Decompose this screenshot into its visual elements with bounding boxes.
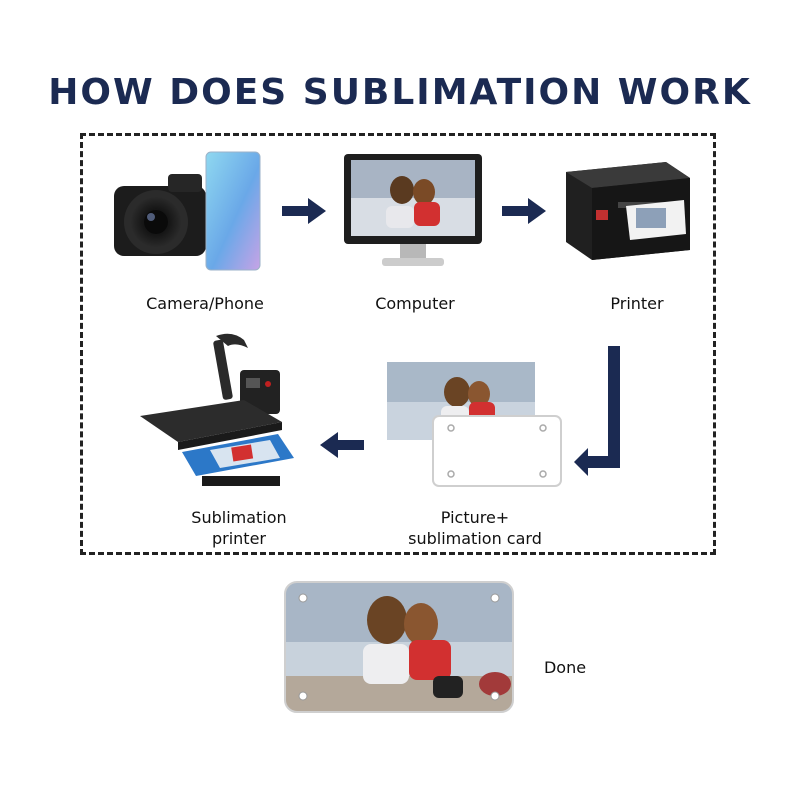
step-label-line: printer (211, 529, 266, 548)
step-label-sublimation-printer: Sublimation printer (164, 507, 314, 549)
computer-monitor-icon (342, 152, 484, 270)
step-label-line: Picture+ (440, 508, 510, 527)
left-arrow-icon (320, 432, 364, 458)
photo-card-icon (385, 360, 565, 488)
down-left-arrow-icon (574, 346, 626, 476)
step-label-camera-phone: Camera/Phone (146, 294, 264, 313)
step-label-computer: Computer (375, 294, 455, 313)
right-arrow-icon (282, 198, 326, 224)
page-title: HOW DOES SUBLIMATION WORK (48, 72, 752, 113)
step-label-line: sublimation card (408, 529, 542, 548)
right-arrow-icon (502, 198, 546, 224)
process-frame (80, 133, 716, 555)
step-label-printer: Printer (610, 294, 664, 313)
camera-phone-icon (108, 150, 268, 275)
result-label-done: Done (543, 658, 587, 677)
finished-plate-icon (283, 580, 515, 714)
printer-icon (556, 158, 696, 262)
heat-press-icon (132, 330, 302, 490)
step-label-line: Sublimation (191, 508, 287, 527)
step-label-picture-card: Picture+ sublimation card (386, 507, 564, 549)
